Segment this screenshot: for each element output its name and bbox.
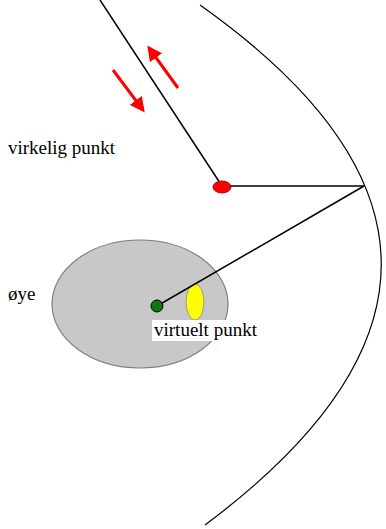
ray-to-mirror: [222, 185, 364, 187]
eye-lens: [186, 284, 204, 320]
text-label: virtuelt punkt: [152, 320, 259, 341]
reflected-ray: [157, 186, 364, 306]
incoming-ray: [100, 0, 222, 186]
eye-shape: [52, 240, 228, 368]
text-label: virkelig punkt: [8, 138, 115, 159]
text-label: øye: [8, 284, 35, 305]
virtual-point-dot: [151, 300, 163, 312]
direction-arrow: [113, 70, 143, 110]
real-point-dot: [213, 181, 231, 193]
direction-arrow: [149, 48, 178, 88]
